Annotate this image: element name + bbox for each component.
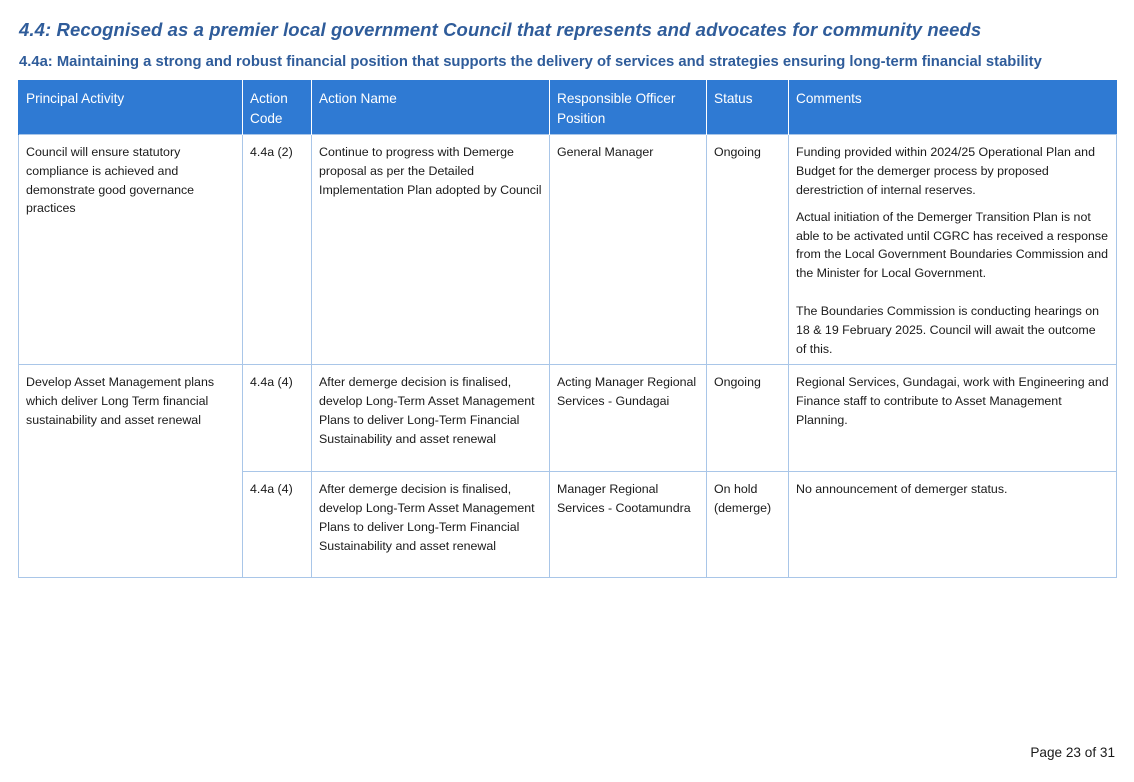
section-subheading: 4.4a: Maintaining a strong and robust fi… [19,54,1042,70]
cell-action-name: Continue to progress with Demerge propos… [311,133,550,366]
cell-status: On hold (demerge) [706,471,789,579]
action-plan-table: Principal Activity Action Code Action Na… [18,80,1117,579]
cell-action-code: 4.4a (4) [242,364,312,473]
table-header-row: Principal Activity Action Code Action Na… [18,80,1117,135]
comment-paragraph: The Boundaries Commission is conducting … [796,304,1100,356]
cell-status: Ongoing [706,133,789,366]
cell-principal-activity: Develop Asset Management plans which del… [18,364,243,579]
header-action-name: Action Name [311,80,550,135]
comment-paragraph: Regional Services, Gundagai, work with E… [796,375,1109,428]
comment-paragraph: Funding provided within 2024/25 Operatio… [796,145,1095,197]
cell-responsible-officer: Manager Regional Services - Cootamundra [549,471,707,579]
cell-comments: No announcement of demerger status. [788,471,1117,579]
page-number: Page 23 of 31 [1030,745,1115,760]
comment-paragraph: Actual initiation of the Demerger Transi… [796,209,1109,281]
header-action-code: Action Code [242,80,312,135]
comment-paragraph: No announcement of demerger status. [796,482,1008,497]
table-row: Develop Asset Management plans which del… [18,364,1117,579]
cell-action-code: 4.4a (2) [242,133,312,366]
header-responsible-officer: Responsible Officer Position [549,80,707,135]
cell-responsible-officer: Acting Manager Regional Services - Gunda… [549,364,707,473]
cell-action-name: After demerge decision is finalised, dev… [311,364,550,473]
cell-responsible-officer: General Manager [549,133,707,366]
header-principal-activity: Principal Activity [18,80,243,135]
cell-comments: Funding provided within 2024/25 Operatio… [788,133,1117,366]
cell-action-code: 4.4a (4) [242,471,312,579]
table-row: Council will ensure statutory compliance… [18,133,1117,366]
header-comments: Comments [788,80,1117,135]
cell-principal-activity: Council will ensure statutory compliance… [18,133,243,366]
cell-status: Ongoing [706,364,789,473]
table-row: 4.4a (4) After demerge decision is final… [19,471,1117,579]
header-status: Status [706,80,789,135]
cell-comments: Regional Services, Gundagai, work with E… [788,364,1117,473]
cell-action-name: After demerge decision is finalised, dev… [311,471,550,579]
section-heading: 4.4: Recognised as a premier local gover… [19,19,982,40]
